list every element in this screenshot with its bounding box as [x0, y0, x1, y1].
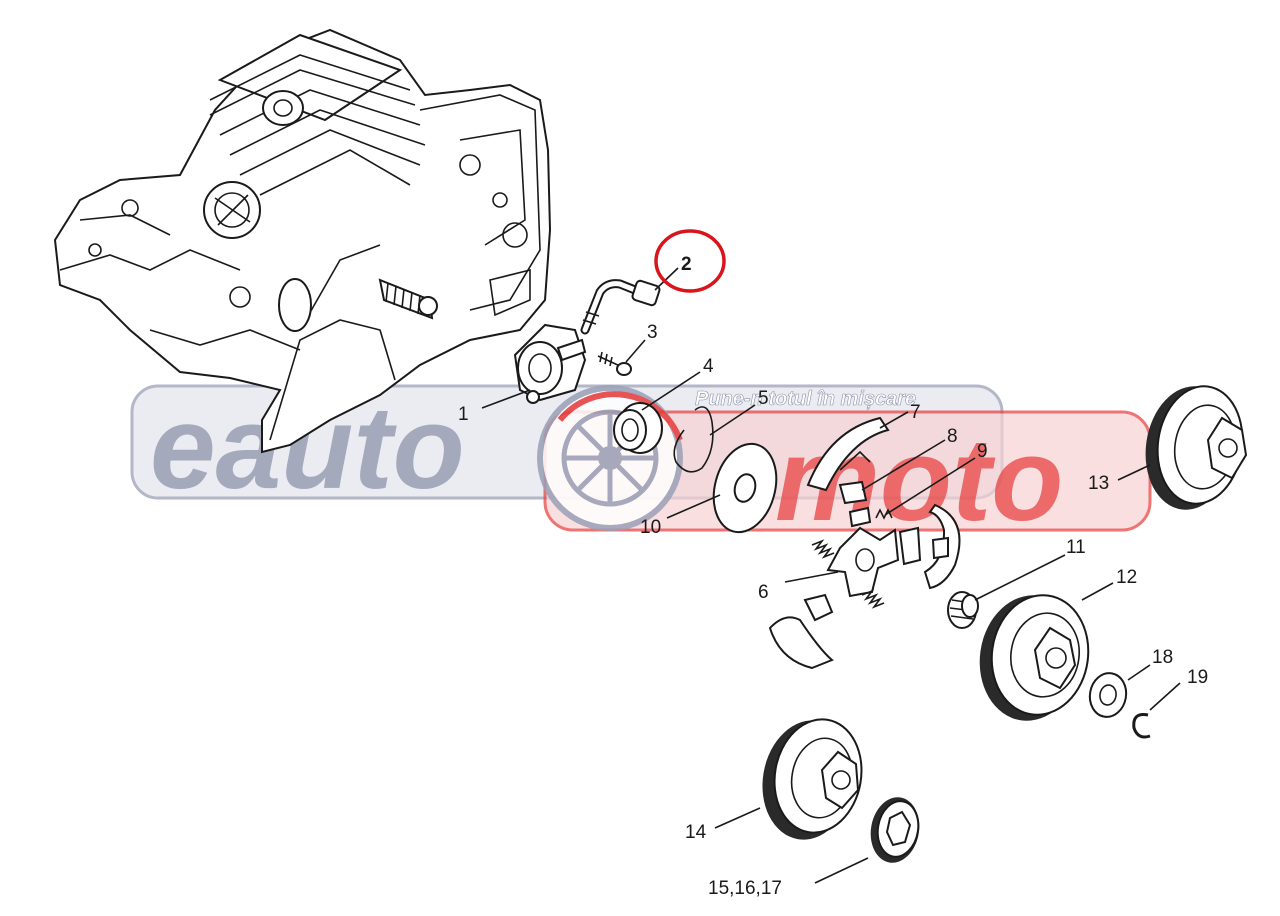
callout-13: 13	[1088, 473, 1109, 494]
callout-4: 4	[703, 356, 714, 377]
callout-8: 8	[947, 426, 958, 447]
watermark-tagline: Pune-n totul în mișcare	[695, 388, 916, 410]
clutch-drum-13	[1145, 385, 1248, 510]
watermark: eauto moto Pune-n totul în mișcare	[130, 382, 1152, 546]
needle-bearing	[947, 591, 979, 629]
callout-14: 14	[685, 822, 707, 843]
callout-6: 6	[758, 582, 769, 603]
rim-sprocket	[870, 797, 920, 863]
callout-1: 1	[458, 404, 469, 425]
callout-3: 3	[647, 322, 658, 343]
highlight-circle	[654, 229, 726, 293]
callout-15-16-17: 15,16,17	[708, 878, 782, 899]
callout-18: 18	[1152, 647, 1173, 668]
callout-7: 7	[910, 402, 921, 423]
clutch-assembly	[768, 416, 961, 670]
wire-clip	[673, 406, 714, 473]
callout-10: 10	[640, 517, 661, 538]
clutch-drum-14	[762, 718, 863, 840]
bearing-ring	[613, 402, 663, 454]
screw	[597, 351, 632, 376]
callout-12: 12	[1116, 567, 1137, 588]
washer	[1088, 672, 1128, 718]
callout-19: 19	[1187, 667, 1208, 688]
callout-2: 2	[681, 254, 692, 275]
e-clip	[1132, 713, 1151, 739]
leader-lines	[481, 267, 1181, 884]
oil-pump	[513, 323, 587, 404]
wheel-logo-icon	[537, 385, 683, 531]
thrust-washer	[712, 442, 778, 534]
engine-housing	[53, 28, 552, 454]
callout-5: 5	[758, 388, 769, 409]
callout-11: 11	[1066, 537, 1086, 558]
clutch-drum-12	[979, 594, 1090, 721]
callout-9: 9	[977, 441, 988, 462]
oil-hose	[580, 279, 661, 335]
callout-labels: 1 2 3 4 5 6 7 8 9 10 11 12 13 14 15,16,1…	[458, 254, 1208, 899]
